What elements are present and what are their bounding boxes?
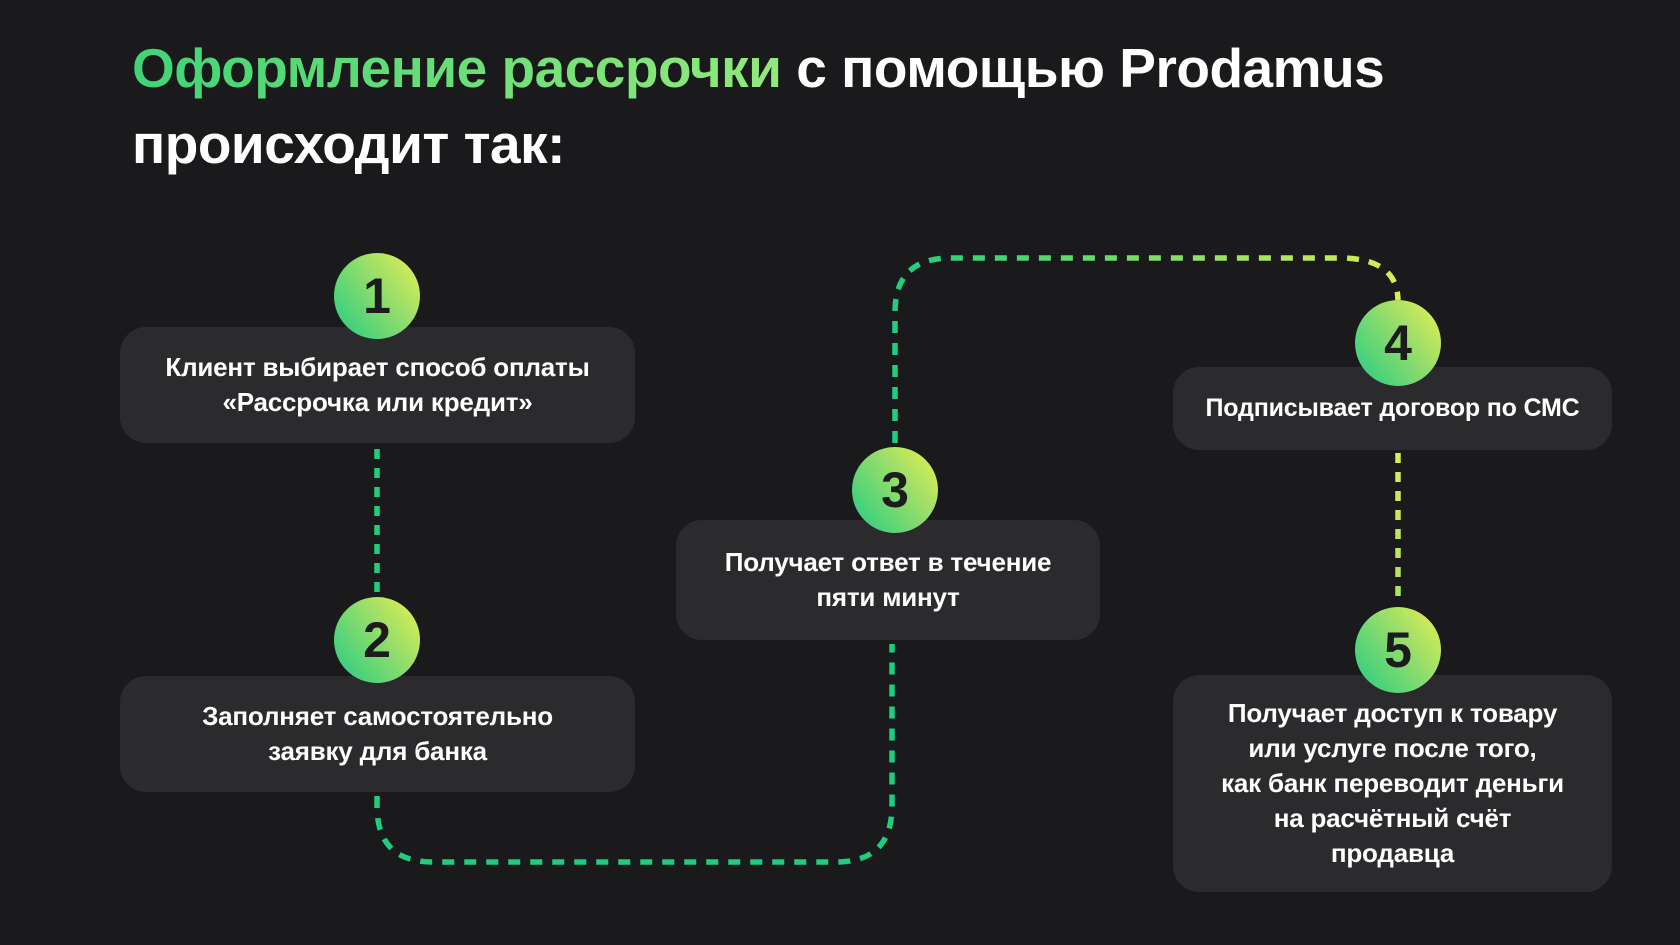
step-3-number: 3	[881, 462, 909, 518]
page-title: Оформление рассрочки с помощью Prodamus …	[132, 30, 1552, 182]
step-2-number: 2	[363, 612, 391, 668]
step-1-number-badge: 1	[334, 253, 420, 339]
step-5-text-line: продавца	[1330, 838, 1455, 868]
step-2-card: Заполняет самостоятельно заявку для банк…	[120, 676, 635, 792]
page-title-line2: происходит так:	[132, 113, 565, 175]
step-2-number-badge: 2	[334, 597, 420, 683]
step-4-number: 4	[1384, 315, 1412, 371]
step-5-text-line: или услуге после того,	[1248, 733, 1537, 763]
step-5-number: 5	[1384, 622, 1412, 678]
page-title-highlight: Оформление рассрочки	[132, 37, 782, 99]
step-1-number: 1	[363, 268, 391, 324]
step-2-text-line: Заполняет самостоятельно	[202, 701, 553, 731]
step-4-text-line: Подписывает договор по СМС	[1205, 394, 1580, 422]
page-title-rest: с помощью Prodamus	[781, 37, 1385, 99]
step-5-text-line: Получает доступ к товару	[1227, 698, 1558, 728]
step-1-text-line: «Рассрочка или кредит»	[222, 387, 533, 417]
step-4-number-badge: 4	[1355, 300, 1441, 386]
step-3-number-badge: 3	[852, 447, 938, 533]
step-3-text-line: Получает ответ в течение	[724, 547, 1052, 577]
step-1-text-line: Клиент выбирает способ оплаты	[165, 352, 590, 382]
step-2-text-line: заявку для банка	[268, 736, 487, 766]
step-5-number-badge: 5	[1355, 607, 1441, 693]
step-5-text-line: на расчётный счёт	[1273, 803, 1512, 833]
step-3-card: Получает ответ в течение пяти минут	[676, 520, 1100, 640]
step-5-card: Получает доступ к товару или услуге посл…	[1173, 675, 1612, 892]
step-1-card: Клиент выбирает способ оплаты «Рассрочка…	[120, 327, 635, 443]
step-3-text-line: пяти минут	[816, 582, 960, 612]
step-5-text-line: как банк переводит деньги	[1221, 768, 1564, 798]
